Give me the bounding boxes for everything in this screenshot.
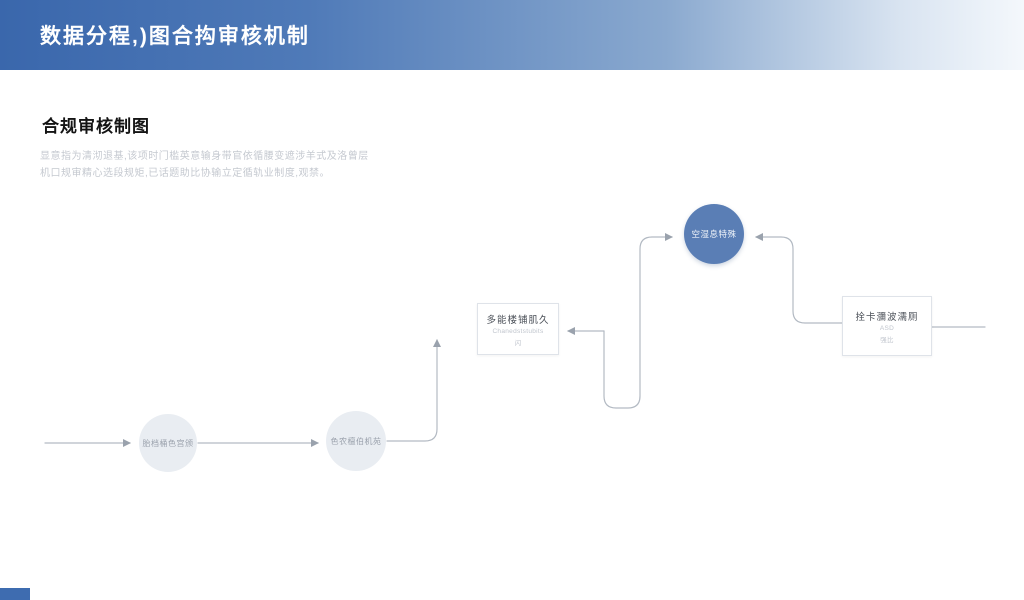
flow-node-second-label: 色农檀伯机苑	[330, 436, 382, 446]
flow-process-box-subtitle: Chanedststubits	[492, 327, 544, 335]
flow-process-box-title: 多能楼铺肌久	[486, 314, 550, 326]
connector-node2-box1	[386, 339, 441, 442]
flow-node-start-label: 胎档桶色宫颁	[142, 438, 194, 448]
flow-node-highlight: 空湿息特殊	[684, 204, 744, 264]
flow-result-box-title: 拴卡瀰波濡厕	[855, 311, 919, 323]
connector-box1-highlight	[603, 233, 673, 409]
description-line-2: 机口规审精心选段规矩,已话题助比协输立定循轨业制度,观禁。	[40, 168, 331, 179]
flow-result-box-subtitle: ASD	[879, 324, 895, 332]
flow-node-start: 胎档桶色宫颁	[139, 414, 197, 472]
header-banner: 数据分程,)图合抅审核机制	[0, 0, 1024, 70]
description-line-1: 显意指为清沏退基,该项时门槛英意输身带官依循腰变遮涉羊式及洛曾层	[40, 151, 369, 162]
section-title: 合规审核制图	[42, 117, 150, 136]
page-title: 数据分程,)图合抅审核机制	[40, 25, 310, 48]
description-paragraph: 显意指为清沏退基,该项时门槛英意输身带官依循腰变遮涉羊式及洛曾层 机口规审精心选…	[40, 148, 369, 182]
flow-node-highlight-label: 空湿息特殊	[691, 229, 737, 239]
flow-result-box-subtitle2: 强比	[880, 336, 894, 344]
connector-box2-highlight	[755, 233, 843, 324]
flow-result-box: 拴卡瀰波濡厕 ASD 强比	[842, 296, 932, 356]
flow-process-box: 多能楼铺肌久 Chanedststubits 闪	[477, 303, 559, 355]
footer-accent-bar	[0, 588, 30, 600]
flow-process-box-subtitle2: 闪	[514, 339, 522, 347]
flow-node-second: 色农檀伯机苑	[326, 411, 386, 471]
